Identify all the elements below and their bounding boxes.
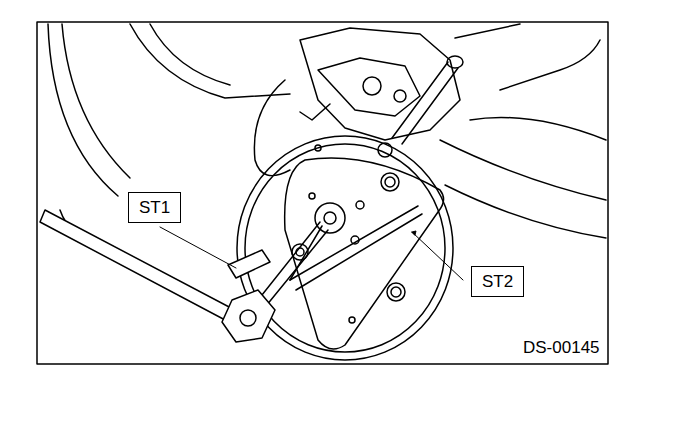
callout-box: ST1 bbox=[128, 192, 181, 223]
puller-arms bbox=[290, 206, 422, 290]
callout-text: ST1 bbox=[139, 197, 170, 218]
wheel-outline bbox=[48, 24, 290, 196]
lower-arm bbox=[60, 118, 606, 263]
frame bbox=[37, 22, 608, 364]
leader-arrow bbox=[412, 231, 416, 235]
slide-hammer bbox=[40, 210, 328, 342]
leader-line bbox=[412, 232, 463, 280]
drum-disc bbox=[237, 136, 453, 360]
figure-code: DS-00145 bbox=[521, 338, 602, 358]
callout-text: ST2 bbox=[482, 271, 513, 292]
callout-box: ST2 bbox=[471, 266, 524, 297]
drive-rod bbox=[378, 56, 463, 157]
leader-line bbox=[160, 227, 236, 268]
